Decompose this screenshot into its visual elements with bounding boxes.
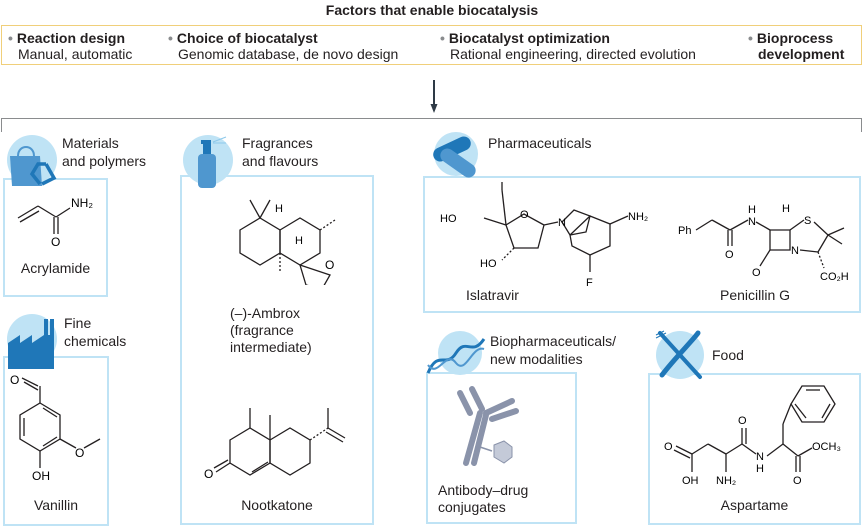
compound-antibody-drug-conjugates: Antibody–drug conjugates — [438, 482, 529, 515]
factor-heading: Reaction design — [16, 30, 126, 46]
atom-n: N — [791, 245, 799, 257]
atom-nh2: NH₂ — [716, 475, 736, 487]
pharmaceuticals-box — [423, 176, 861, 313]
factor-biocatalyst-optimization: •Biocatalyst optimization Rational engin… — [440, 30, 696, 62]
vanillin-structure: O O OH — [10, 373, 101, 483]
atom-h: H — [748, 204, 756, 216]
fork-knife-icon — [655, 330, 704, 379]
atom-n: N — [558, 217, 566, 229]
atom-o: O — [51, 235, 60, 249]
atom-s: S — [804, 215, 811, 227]
pills-icon — [433, 132, 478, 178]
aspartame-structure: O N H O OH NH₂ OCH₃ O — [664, 385, 841, 487]
atom-o: O — [738, 415, 747, 427]
factor-heading: development — [758, 46, 845, 62]
atom-o: O — [325, 258, 334, 272]
food-box — [648, 373, 861, 525]
atom-ho: HO — [440, 213, 457, 225]
spray-bottle-icon — [183, 135, 233, 188]
compound-ambrox: (–)-Ambrox (fragrance intermediate) — [230, 305, 312, 355]
down-arrow-icon — [430, 80, 438, 113]
factor-detail: Genomic database, de novo design — [178, 46, 399, 62]
ambrox-structure: H H O — [239, 199, 336, 285]
compound-vanillin: Vanillin — [33, 497, 79, 513]
atom-n: N — [748, 216, 756, 228]
factor-detail: Rational engineering, directed evolution — [450, 46, 696, 62]
factor-detail: Manual, automatic — [18, 46, 133, 62]
atom-o: O — [520, 209, 529, 221]
atom-o: O — [75, 446, 84, 460]
atom-ph: Ph — [678, 225, 691, 237]
compound-penicillin-g: Penicillin G — [720, 287, 791, 303]
atom-h: H — [782, 203, 790, 215]
factor-bioprocess-development: •Bioprocess development — [748, 30, 844, 62]
atom-h: H — [275, 203, 283, 215]
atom-nh2: NH₂ — [628, 211, 648, 223]
atom-o: O — [10, 373, 19, 387]
dna-helix-icon — [426, 331, 486, 375]
atom-oh: OH — [682, 475, 699, 487]
category-bracket — [1, 118, 862, 132]
factor-reaction-design: •Reaction design Manual, automatic — [8, 30, 132, 62]
factor-heading: Bioprocess — [756, 30, 834, 46]
biopharmaceuticals-box — [426, 372, 577, 524]
atom-h: H — [295, 235, 303, 247]
factor-heading: Choice of biocatalyst — [176, 30, 318, 46]
figure-title: Factors that enable biocatalysis — [325, 2, 539, 18]
atom-o: O — [204, 467, 213, 481]
atom-co2h: CO₂H — [820, 271, 849, 283]
antibody-drug-conjugate-icon — [457, 386, 519, 466]
atom-o: O — [725, 249, 734, 261]
bullet-icon: • — [440, 30, 445, 46]
atom-h: H — [756, 463, 764, 475]
fine-chemicals-box — [3, 356, 109, 526]
atom-nh2: NH₂ — [71, 196, 93, 210]
atom-oh: OH — [32, 469, 50, 483]
atom-ho: HO — [480, 258, 497, 270]
factor-choice-of-biocatalyst: •Choice of biocatalyst Genomic database,… — [168, 30, 398, 62]
atom-f: F — [586, 277, 593, 289]
compound-nootkatone: Nootkatone — [241, 497, 313, 513]
shopping-bag-recycle-icon — [7, 135, 57, 186]
acrylamide-structure: NH₂ O — [17, 196, 93, 249]
atom-o: O — [664, 441, 673, 453]
fragrances-box — [180, 175, 374, 525]
nootkatone-structure: O — [204, 408, 346, 481]
bullet-icon: • — [168, 30, 173, 46]
food-label: Food — [712, 347, 744, 363]
bullet-icon: • — [748, 30, 753, 46]
atom-och3: OCH₃ — [812, 441, 841, 453]
pharmaceuticals-label: Pharmaceuticals — [488, 135, 592, 151]
atom-n: N — [756, 451, 764, 463]
islatravir-structure: HO HO O N NH₂ F — [440, 182, 648, 289]
factor-heading: Biocatalyst optimization — [448, 30, 610, 46]
compound-islatravir: Islatravir — [466, 287, 519, 303]
compound-acrylamide: Acrylamide — [20, 260, 91, 276]
fragrances-label: Fragrances and flavours — [242, 135, 319, 169]
penicillin-g-structure: Ph O N H H S N O CO₂H — [678, 203, 849, 283]
bullet-icon: • — [8, 30, 13, 46]
materials-label: Materials and polymers — [62, 135, 147, 169]
biopharmaceuticals-label: Biopharmaceuticals/ new modalities — [490, 333, 617, 367]
atom-o: O — [793, 475, 802, 487]
compound-aspartame: Aspartame — [720, 497, 789, 513]
factory-icon — [7, 314, 57, 369]
atom-o: O — [752, 267, 761, 279]
factors-box: •Reaction design Manual, automatic •Choi… — [1, 25, 862, 65]
fine-chemicals-label: Fine chemicals — [64, 315, 127, 349]
